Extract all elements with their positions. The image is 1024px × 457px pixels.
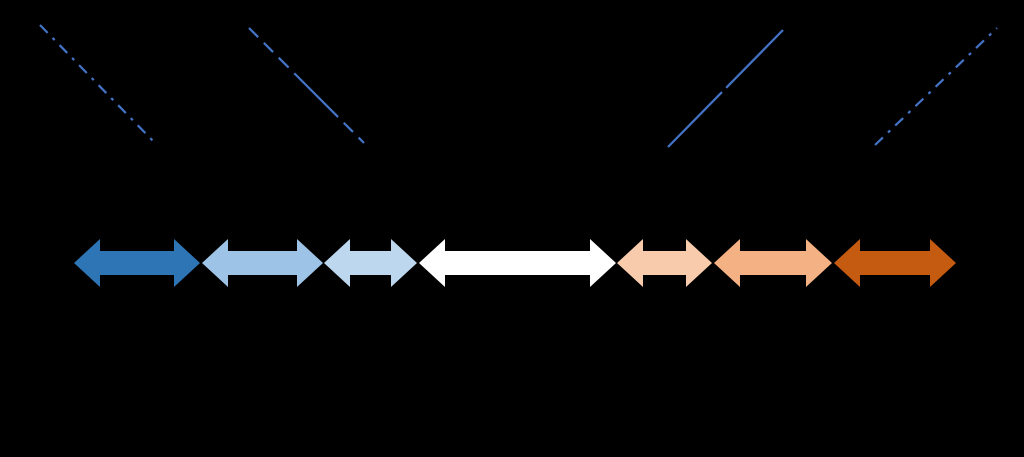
dashed-leader-line-2: [248, 27, 365, 144]
arrow-row-group: [74, 239, 956, 287]
double-arrow-1-dark-blue: [74, 239, 200, 287]
double-arrow-6-medium-orange: [714, 239, 832, 287]
double-arrow-5-light-peach: [617, 239, 712, 287]
double-arrow-2-medium-blue: [202, 239, 323, 287]
dashed-leader-line-4: [874, 27, 998, 146]
double-arrow-7-dark-orange: [834, 239, 956, 287]
dashed-leader-line-3: [667, 29, 784, 148]
double-arrow-3-light-blue: [324, 239, 417, 287]
dashed-leader-line-1: [39, 24, 156, 144]
leader-lines-group: [39, 24, 998, 148]
double-arrow-4-white: [419, 239, 616, 287]
